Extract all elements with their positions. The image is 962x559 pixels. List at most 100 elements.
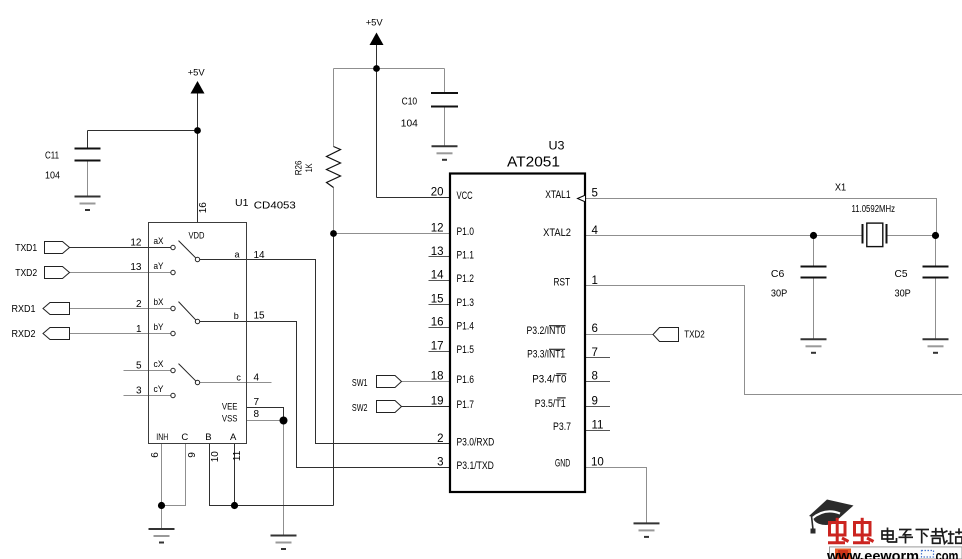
svg-text:VEE: VEE	[222, 402, 238, 413]
svg-text:XTAL1: XTAL1	[545, 189, 570, 201]
svg-text:9: 9	[187, 452, 198, 458]
svg-text:4: 4	[254, 373, 260, 384]
svg-text:16: 16	[431, 317, 444, 329]
svg-text:P3.0/RXD: P3.0/RXD	[457, 437, 495, 449]
svg-text:3: 3	[437, 457, 443, 469]
svg-text:P3.5/T1: P3.5/T1	[535, 398, 566, 410]
svg-text:P1.4: P1.4	[457, 321, 475, 333]
svg-text:+5V: +5V	[366, 18, 384, 29]
svg-text:1: 1	[592, 275, 598, 287]
svg-text:C5: C5	[895, 268, 908, 280]
svg-text:P3.3/INT1: P3.3/INT1	[527, 348, 565, 360]
svg-text:SW2: SW2	[352, 403, 368, 414]
svg-text:6: 6	[592, 323, 598, 335]
svg-text:3: 3	[136, 386, 142, 397]
svg-text:RXD2: RXD2	[12, 329, 36, 340]
svg-text:VDD: VDD	[189, 231, 205, 242]
svg-text:1: 1	[136, 324, 142, 335]
svg-text:VCC: VCC	[457, 190, 473, 202]
svg-text:30P: 30P	[895, 288, 911, 300]
svg-text:P1.0: P1.0	[457, 226, 475, 238]
svg-text:P1.6: P1.6	[457, 374, 475, 386]
svg-text:c: c	[236, 373, 241, 383]
svg-text:104: 104	[401, 118, 418, 130]
svg-text:8: 8	[254, 409, 260, 420]
svg-text:P1.3: P1.3	[457, 297, 475, 309]
svg-text:X1: X1	[835, 182, 846, 194]
svg-text:30P: 30P	[771, 288, 787, 300]
svg-text:2: 2	[136, 299, 142, 310]
svg-text:A: A	[230, 432, 237, 443]
svg-text:TXD1: TXD1	[15, 243, 37, 254]
svg-text:2: 2	[437, 433, 443, 445]
svg-text:U3: U3	[549, 139, 565, 153]
svg-text:P3.7: P3.7	[553, 421, 571, 433]
svg-text:R26: R26	[293, 161, 304, 176]
svg-text:11.0592MHz: 11.0592MHz	[852, 204, 896, 215]
svg-text:b: b	[234, 311, 239, 321]
svg-text:RST: RST	[554, 277, 571, 289]
svg-text:aY: aY	[154, 261, 164, 271]
svg-text:+5V: +5V	[188, 68, 206, 79]
svg-text:18: 18	[431, 371, 444, 383]
svg-text:com: com	[936, 548, 959, 559]
svg-text:C6: C6	[771, 268, 785, 280]
svg-text:C10: C10	[402, 96, 418, 108]
svg-text:10: 10	[591, 457, 604, 469]
svg-text:VSS: VSS	[222, 414, 238, 425]
svg-text:P1.5: P1.5	[457, 344, 475, 356]
svg-text:9: 9	[592, 396, 598, 408]
svg-text:19: 19	[431, 396, 444, 408]
svg-text:CD4053: CD4053	[254, 200, 296, 212]
svg-text:C: C	[181, 432, 188, 443]
svg-text:11: 11	[232, 450, 243, 461]
svg-text:17: 17	[431, 341, 444, 353]
svg-text:bY: bY	[154, 322, 164, 332]
svg-text:XTAL2: XTAL2	[543, 227, 571, 239]
svg-text:P1.2: P1.2	[457, 273, 475, 285]
svg-text:bX: bX	[154, 297, 164, 307]
svg-text:SW1: SW1	[352, 378, 368, 389]
svg-text:U1: U1	[235, 197, 249, 209]
svg-text:aX: aX	[154, 236, 164, 246]
svg-text:15: 15	[254, 311, 266, 322]
svg-text:1K: 1K	[304, 163, 315, 173]
svg-text:P1.7: P1.7	[457, 399, 475, 411]
svg-text:104: 104	[45, 170, 60, 182]
svg-text:14: 14	[431, 270, 444, 282]
svg-text:TXD2: TXD2	[684, 330, 705, 341]
svg-text:16: 16	[198, 202, 209, 214]
svg-text:14: 14	[254, 250, 266, 261]
svg-text:B: B	[205, 432, 211, 443]
svg-text:GND: GND	[555, 458, 570, 470]
svg-text:10: 10	[210, 451, 221, 463]
svg-text:cX: cX	[154, 359, 164, 369]
svg-text:P3.4/T0: P3.4/T0	[532, 374, 566, 386]
svg-text:5: 5	[136, 360, 142, 371]
svg-text:P1.1: P1.1	[457, 250, 475, 262]
svg-text:7: 7	[592, 347, 598, 359]
svg-text:TXD2: TXD2	[15, 268, 37, 279]
svg-text:INH: INH	[156, 432, 168, 443]
svg-text:20: 20	[431, 187, 444, 199]
svg-text:8: 8	[592, 371, 598, 383]
svg-text:a: a	[235, 249, 240, 259]
svg-text:cY: cY	[154, 384, 164, 394]
svg-text:7: 7	[254, 397, 260, 408]
svg-text:11: 11	[592, 420, 604, 432]
svg-text:P3.1/TXD: P3.1/TXD	[457, 460, 494, 472]
svg-text:RXD1: RXD1	[12, 304, 36, 315]
svg-text:12: 12	[431, 223, 444, 235]
svg-text:4: 4	[592, 225, 599, 237]
svg-text:www.eeworm: www.eeworm	[826, 548, 919, 559]
svg-text:6: 6	[150, 452, 161, 458]
svg-text:AT2051: AT2051	[507, 155, 560, 171]
svg-text:5: 5	[592, 188, 598, 200]
svg-text:12: 12	[130, 238, 142, 249]
svg-text:P3.2/INT0: P3.2/INT0	[527, 325, 566, 337]
svg-text:13: 13	[431, 246, 444, 258]
svg-text:15: 15	[431, 294, 444, 306]
svg-text:.: .	[860, 552, 863, 559]
svg-text:C11: C11	[45, 150, 59, 162]
svg-text:13: 13	[130, 262, 142, 273]
